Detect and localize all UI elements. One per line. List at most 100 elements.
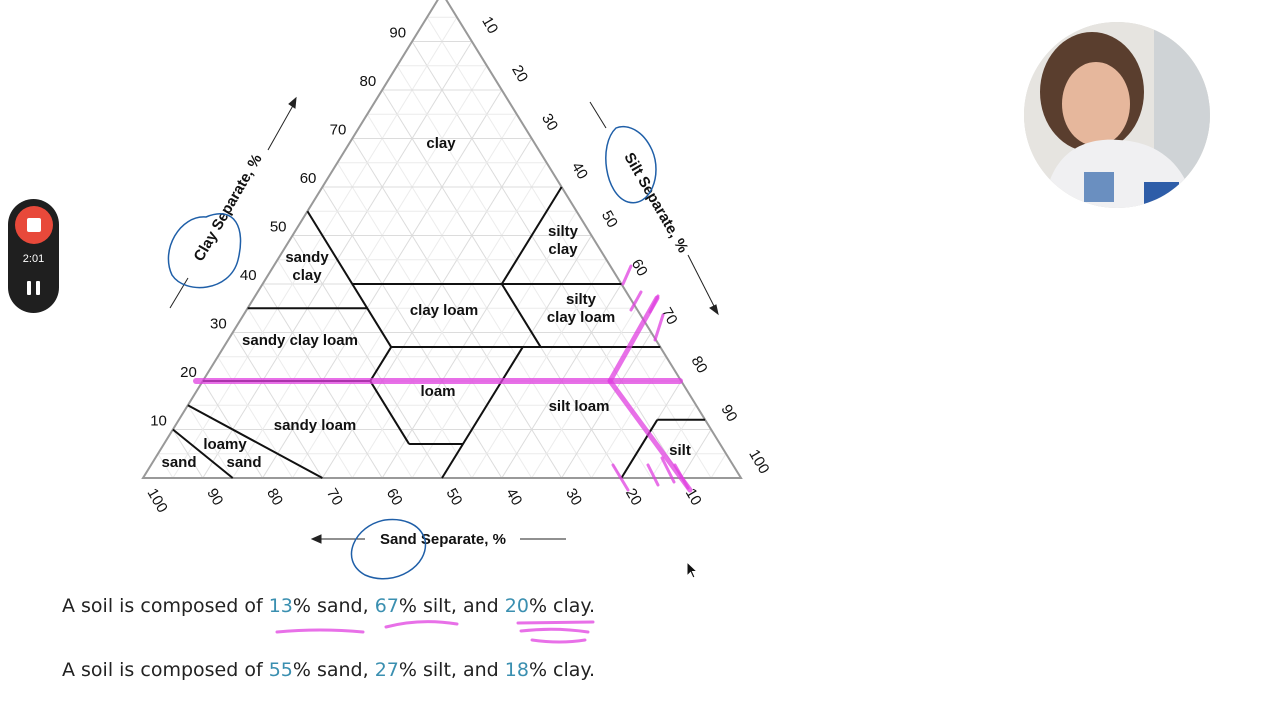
clay-value: 20	[504, 595, 529, 617]
sentence-1: A soil is composed of 13% sand, 67% silt…	[62, 595, 595, 617]
silt-tick-label: 60	[628, 256, 651, 279]
sentence-text: % clay.	[528, 595, 595, 617]
grid-line-sand	[232, 332, 323, 479]
grid-line-sand	[366, 113, 592, 479]
silt-tick-label: 10	[478, 14, 501, 37]
circle-sand-title	[350, 518, 427, 580]
sentence-2: A soil is composed of 55% sand, 27% silt…	[62, 659, 595, 681]
annotation-ticks	[629, 290, 665, 342]
silt-axis-line	[589, 101, 607, 129]
grid-line-silt	[411, 210, 577, 479]
grid-line-silt	[591, 356, 667, 479]
texture-class-boundaries	[172, 186, 706, 479]
region-clay: clay	[426, 135, 456, 152]
region-sand: sand	[161, 454, 196, 471]
silt-axis-arrow	[687, 254, 717, 311]
sentence-text: % silt, and	[398, 595, 505, 617]
sentence-text: % sand,	[292, 659, 375, 681]
clay-tick-label: 90	[389, 25, 406, 42]
clay-tick-label: 80	[360, 73, 377, 90]
grid-line-sand	[336, 162, 533, 479]
underline-silt	[384, 620, 459, 629]
grid-line-sand	[292, 235, 443, 479]
clay-value: 18	[504, 659, 529, 681]
stop-icon	[27, 218, 41, 232]
pause-icon	[27, 281, 31, 295]
sentence-text: % sand,	[292, 595, 375, 617]
region-labels: clay silty clay sandy clay clay loam sil…	[161, 135, 690, 471]
region-sandy-clay-1: sandy	[285, 249, 329, 266]
underline-sand	[275, 628, 365, 634]
region-sandy-loam: sandy loam	[274, 417, 357, 434]
silt-arrow-head-icon	[709, 304, 719, 316]
region-silty-clay-loam-2: clay loam	[547, 309, 615, 326]
region-silt-loam: silt loam	[549, 398, 610, 415]
grid-line-sand	[277, 259, 413, 479]
grid-line-silt	[561, 332, 652, 479]
grid-line-sand	[217, 356, 293, 479]
class-boundary-line	[500, 186, 563, 285]
region-loamy-sand-2: sand	[226, 454, 261, 471]
circle-silt-title	[605, 125, 657, 204]
grid-line-silt	[172, 16, 458, 479]
region-sandy-clay-loam: sandy clay loam	[242, 332, 358, 349]
silt-tick-label: 70	[658, 305, 681, 328]
class-boundary-line	[306, 210, 393, 348]
pause-icon-bar	[36, 281, 40, 295]
silt-tick-label: 90	[717, 402, 740, 425]
sand-axis-title: Sand Separate, %	[380, 531, 506, 548]
clay-tick-label: 70	[330, 122, 347, 139]
clay-axis-arrow	[267, 101, 296, 151]
grid-line-sand	[396, 65, 652, 479]
sand-tick-label: 60	[383, 486, 406, 509]
silt-tick-label: 80	[688, 353, 711, 376]
grid-line-silt	[680, 429, 712, 479]
grid-line-sand	[247, 307, 353, 479]
grid-line-silt	[471, 259, 607, 479]
annotation-tick	[621, 264, 633, 286]
stop-recording-button[interactable]	[15, 206, 53, 244]
circle-clay-title	[167, 213, 242, 289]
sand-tick-label: 100	[144, 486, 171, 516]
sand-tick-label: 80	[263, 486, 286, 509]
sentence-text: % clay.	[528, 659, 595, 681]
grid-line-silt	[351, 162, 548, 479]
clay-tick-label: 50	[270, 219, 287, 236]
silt-value: 67	[374, 595, 399, 617]
grid-line-sand	[187, 404, 234, 479]
sand-tick-label: 20	[622, 486, 645, 509]
triangle-outline	[141, 0, 743, 479]
clay-arrow-head-icon	[288, 96, 297, 109]
region-silty-clay-1: silty	[548, 223, 579, 240]
annotation-ticks-bottom	[611, 456, 690, 492]
sentence-text: % silt, and	[398, 659, 505, 681]
annotation-sand-line	[607, 378, 693, 493]
clay-tick-label: 60	[300, 170, 317, 187]
sand-arrow-head-icon	[310, 534, 322, 544]
axis-arrows	[169, 96, 719, 544]
clay-tick-label: 20	[180, 364, 197, 381]
grid-line-sand	[172, 429, 204, 479]
sand-tick-label: 10	[682, 486, 705, 509]
region-silt: silt	[669, 442, 691, 459]
pause-recording-button[interactable]	[27, 281, 41, 295]
region-silty-clay-loam-1: silty	[566, 291, 597, 308]
sand-value: 13	[268, 595, 293, 617]
clay-axis-line	[169, 277, 189, 309]
sand-tick-label: 90	[203, 486, 226, 509]
sentence-text: A soil is composed of	[62, 659, 269, 681]
grid-line-sand	[157, 453, 174, 479]
grid-line-silt	[710, 453, 727, 479]
grid-line-silt	[531, 307, 637, 479]
recording-timer: 2:01	[22, 253, 45, 265]
webcam-overlay	[1024, 22, 1210, 208]
silt-value: 27	[374, 659, 399, 681]
region-clay-loam: clay loam	[410, 302, 478, 319]
recording-widget: 2:01	[8, 199, 59, 313]
mouse-cursor-icon	[686, 561, 699, 579]
region-loam: loam	[420, 383, 455, 400]
grid-line-silt	[232, 65, 488, 479]
grid-line-sand	[426, 16, 712, 479]
region-loamy-sand-1: loamy	[203, 436, 247, 453]
